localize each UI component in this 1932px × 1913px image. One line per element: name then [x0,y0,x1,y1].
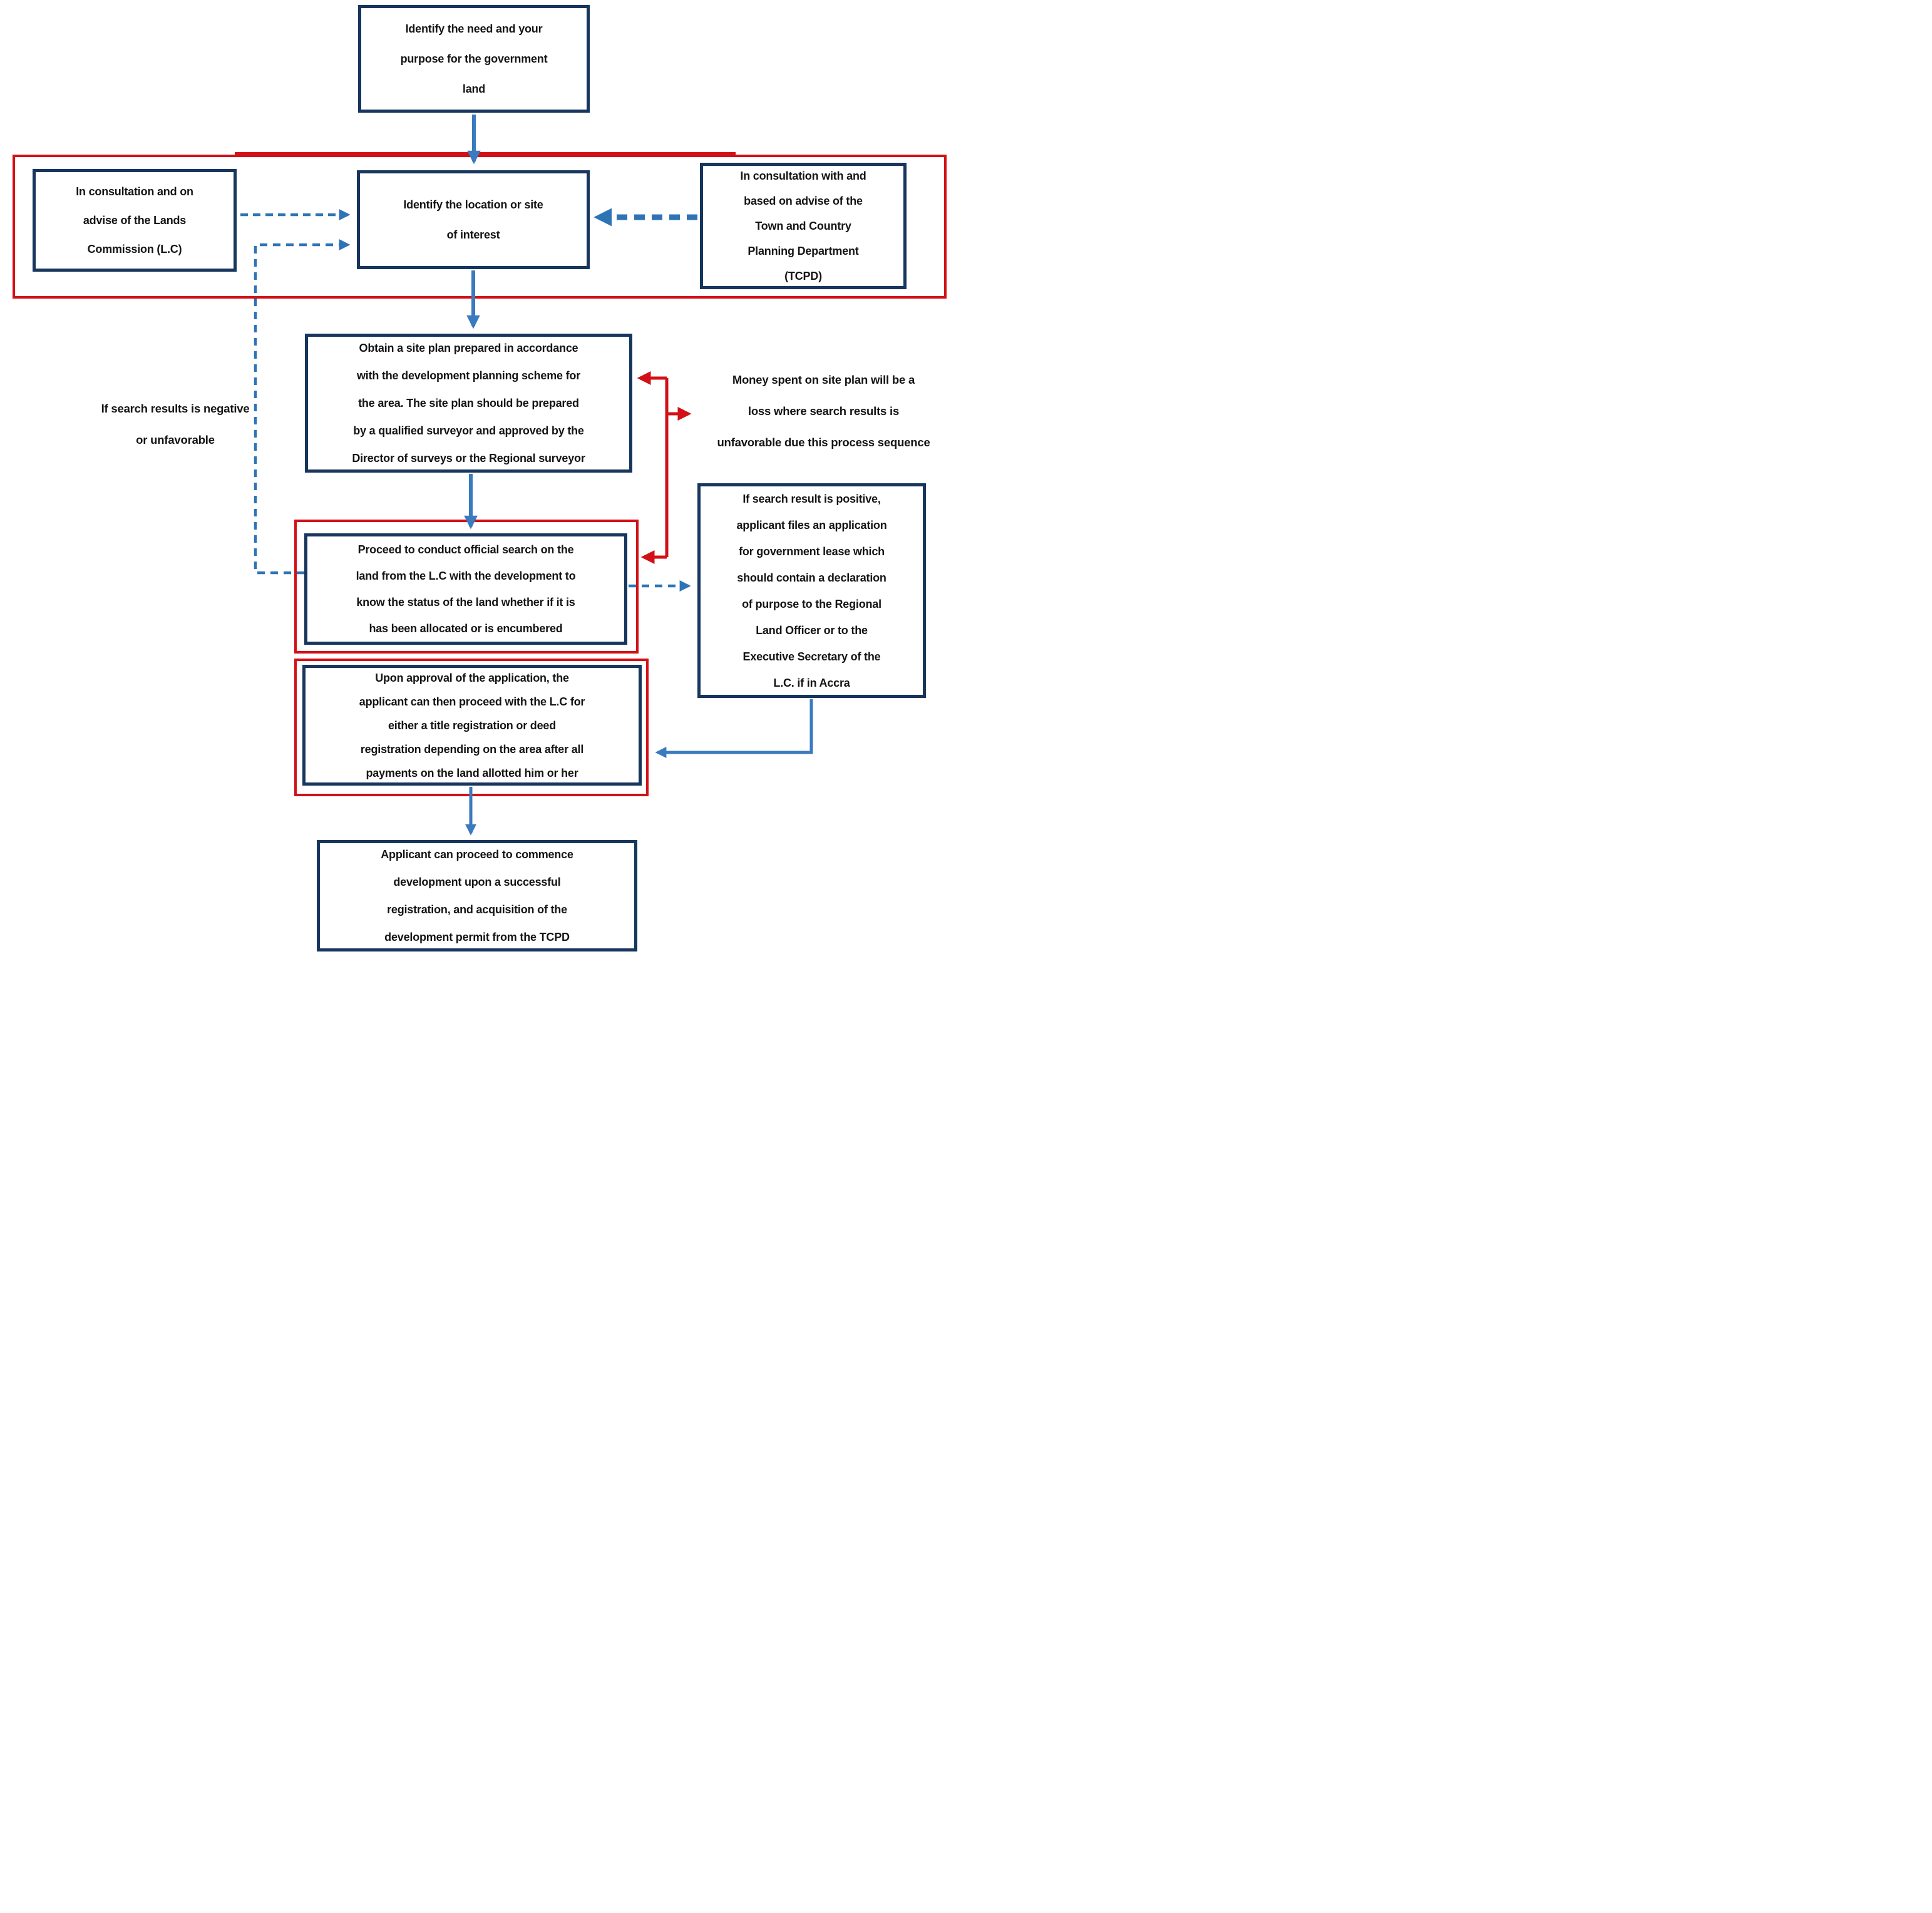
arrow-lease-to-registration [655,699,813,758]
flow-step-identify-location: Identify the location or site of interes… [357,170,590,269]
flowchart-canvas: Identify the need and your purpose for t… [0,0,966,956]
flow-step-lands-commission-consultation: In consultation and on advise of the Lan… [33,169,237,272]
flow-step-tcpd-consultation: In consultation with and based on advise… [700,163,907,289]
connector-overlay [240,115,813,836]
flow-step-official-search: Proceed to conduct official search on th… [304,533,627,645]
label-negative-search-result: If search results is negative or unfavor… [101,402,250,446]
flow-step-identify-need: Identify the need and your purpose for t… [358,5,590,113]
flow-step-obtain-site-plan: Obtain a site plan prepared in accordanc… [305,334,632,473]
red-group-top-accent-line [235,152,736,156]
flow-step-lease-application: If search result is positive, applicant … [697,483,926,698]
flow-step-approval-registration: Upon approval of the application, the ap… [302,665,642,786]
flow-step-commence-development: Applicant can proceed to commence develo… [317,840,637,951]
label-money-loss-warning: Money spent on site plan will be a loss … [717,373,930,449]
